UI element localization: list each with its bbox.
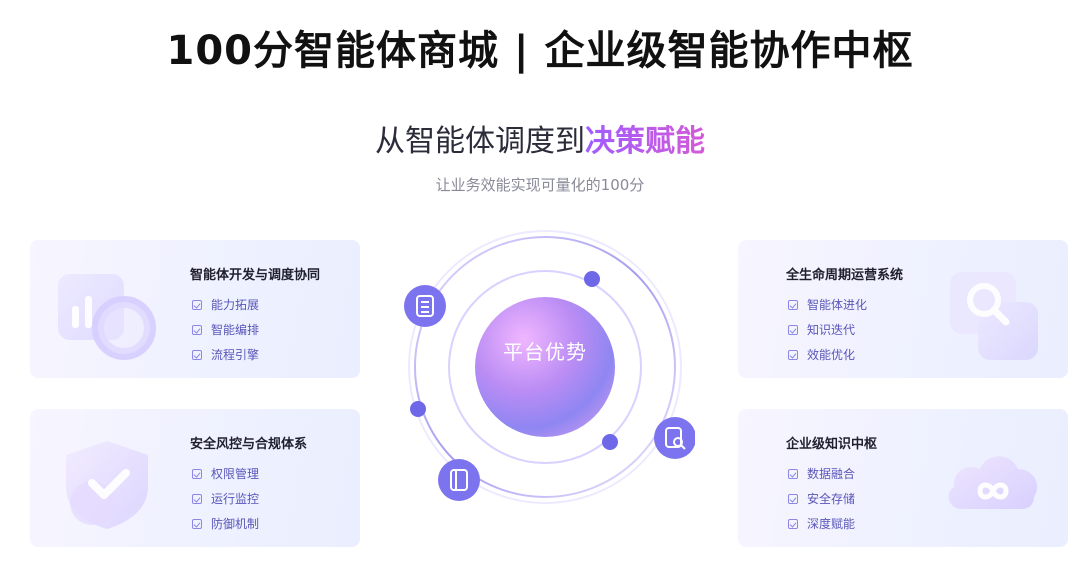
- list-item: 权限管理: [192, 461, 259, 486]
- check-icon: [788, 324, 798, 335]
- list-item: 流程引擎: [192, 342, 259, 367]
- card-list: 智能体进化 知识迭代 效能优化: [788, 292, 867, 367]
- list-item: 智能体进化: [788, 292, 867, 317]
- orbit-dot: [602, 434, 618, 450]
- subtitle-plain: 从智能体调度到: [375, 124, 585, 159]
- shield-icon: [66, 441, 148, 529]
- list-item: 能力拓展: [192, 292, 259, 317]
- card-security-compliance: 安全风控与合规体系 权限管理 运行监控 防御机制: [30, 409, 360, 547]
- list-item: 运行监控: [192, 486, 259, 511]
- orbit-dot: [584, 271, 600, 287]
- check-icon: [192, 493, 202, 504]
- check-icon: [192, 324, 202, 335]
- check-icon: [192, 468, 202, 479]
- core-label: 平台优势: [503, 340, 587, 364]
- list-item: 安全存储: [788, 486, 855, 511]
- check-icon: [788, 493, 798, 504]
- card-title: 智能体开发与调度协同: [190, 268, 321, 283]
- check-icon: [192, 299, 202, 310]
- orbit-graphic: [404, 230, 695, 504]
- card-title: 全生命周期运营系统: [786, 268, 904, 283]
- card-title: 安全风控与合规体系: [190, 437, 308, 452]
- check-icon: [788, 518, 798, 529]
- main-title: 100分智能体商城 | 企业级智能协作中枢: [166, 28, 914, 74]
- platform-advantage-diagram: 平台优势: [395, 230, 695, 520]
- list-item: 防御机制: [192, 511, 259, 536]
- list-item: 数据融合: [788, 461, 855, 486]
- subtitle-highlight: 决策赋能: [585, 124, 705, 159]
- check-icon: [788, 299, 798, 310]
- list-item: 深度赋能: [788, 511, 855, 536]
- check-icon: [788, 349, 798, 360]
- cloud-icon: [948, 456, 1038, 509]
- magnifier-icon: [950, 272, 1038, 360]
- subtitle-wrap: 从智能体调度到决策赋能: [0, 116, 1080, 160]
- card-list: 权限管理 运行监控 防御机制: [192, 461, 259, 536]
- subtitle: 从智能体调度到决策赋能: [369, 116, 711, 160]
- list-item: 知识迭代: [788, 317, 867, 342]
- search-document-icon: [654, 417, 695, 459]
- check-icon: [788, 468, 798, 479]
- card-list: 数据融合 安全存储 深度赋能: [788, 461, 855, 536]
- card-lifecycle-ops: 全生命周期运营系统 智能体进化 知识迭代 效能优化: [738, 240, 1068, 378]
- card-knowledge-hub: 企业级知识中枢 数据融合 安全存储 深度赋能: [738, 409, 1068, 547]
- list-item: 效能优化: [788, 342, 867, 367]
- orbit-dot: [410, 401, 426, 417]
- chart-icon: [58, 274, 156, 360]
- card-dev-scheduling: 智能体开发与调度协同 能力拓展 智能编排 流程引擎: [30, 240, 360, 378]
- card-title: 企业级知识中枢: [786, 437, 878, 452]
- check-icon: [192, 518, 202, 529]
- card-list: 能力拓展 智能编排 流程引擎: [192, 292, 259, 367]
- check-icon: [192, 349, 202, 360]
- tagline: 让业务效能实现可量化的100分: [435, 176, 645, 194]
- list-item: 智能编排: [192, 317, 259, 342]
- document-icon: [438, 459, 480, 501]
- list-icon: [404, 285, 446, 327]
